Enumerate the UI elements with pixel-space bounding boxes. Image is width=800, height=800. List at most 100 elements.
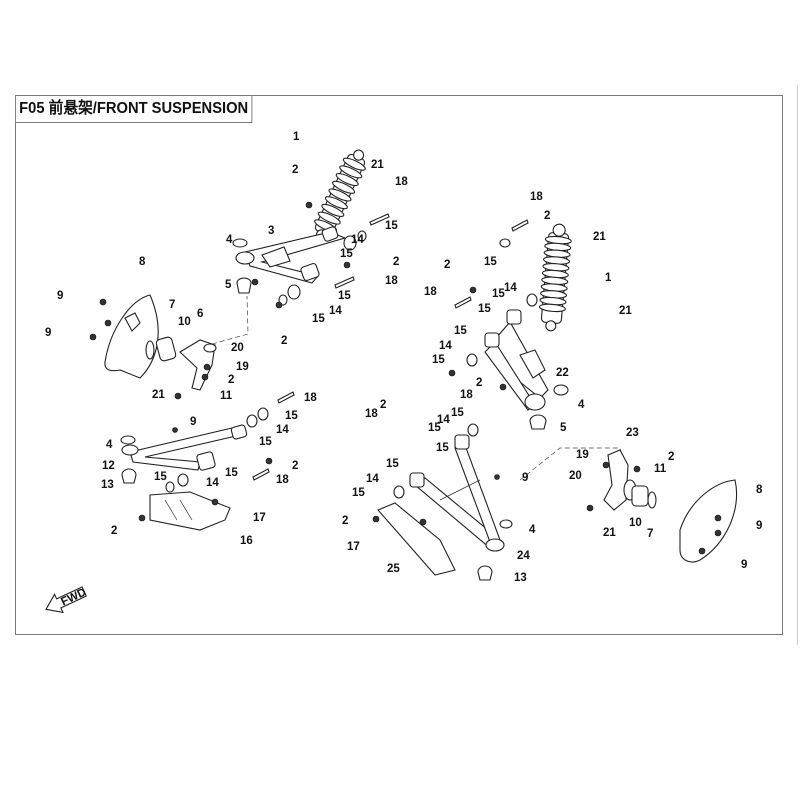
callout-2: 2 [544, 210, 550, 222]
callout-15: 15 [492, 288, 505, 300]
callout-2: 2 [476, 377, 482, 389]
callout-15: 15 [225, 467, 238, 479]
callout-5: 5 [560, 422, 567, 434]
left-knuckle-hub [89, 294, 249, 400]
callout-9: 9 [522, 472, 528, 484]
callout-24: 24 [517, 550, 530, 562]
callout-14: 14 [439, 340, 452, 352]
callout-15: 15 [340, 248, 353, 260]
diagram-frame [15, 95, 783, 635]
callout-8: 8 [756, 484, 763, 496]
callout-18: 18 [424, 286, 437, 298]
spring-coil [538, 303, 566, 313]
callout-14: 14 [276, 424, 289, 436]
callout-15: 15 [285, 410, 298, 422]
callout-15: 15 [385, 220, 398, 232]
callout-7: 7 [169, 299, 175, 311]
callout-13: 13 [514, 572, 527, 584]
fwd-label: FWD [59, 587, 88, 609]
callout-15: 15 [436, 442, 449, 454]
left-lower-a-arm [120, 391, 295, 531]
callout-20: 20 [569, 470, 582, 482]
callout-14: 14 [329, 305, 342, 317]
page-edge-line [797, 85, 798, 645]
callout-15: 15 [386, 458, 399, 470]
callout-9: 9 [741, 559, 747, 571]
spring-coil [317, 211, 341, 225]
callout-14: 14 [366, 473, 379, 485]
callout-18: 18 [365, 408, 378, 420]
callout-10: 10 [629, 517, 642, 529]
callout-8: 8 [139, 256, 146, 268]
callout-9: 9 [45, 327, 51, 339]
callout-11: 11 [220, 390, 233, 402]
callout-7: 7 [647, 528, 653, 540]
callout-18: 18 [385, 275, 398, 287]
callout-2: 2 [292, 460, 298, 472]
callout-15: 15 [259, 436, 272, 448]
callout-5: 5 [225, 279, 232, 291]
callout-17: 17 [347, 541, 360, 553]
spring-coil [332, 180, 356, 194]
callout-1: 1 [293, 131, 300, 143]
callout-2: 2 [292, 164, 298, 176]
callout-15: 15 [154, 471, 167, 483]
diagram-title: F05 前悬架/FRONT SUSPENSION [15, 95, 253, 123]
spring-coil [328, 188, 352, 202]
callout-21: 21 [619, 305, 632, 317]
callout-22: 22 [556, 367, 569, 379]
callout-23: 23 [626, 427, 639, 439]
callout-15: 15 [312, 313, 325, 325]
callout-21: 21 [593, 231, 606, 243]
callout-9: 9 [57, 290, 63, 302]
callout-2: 2 [281, 335, 287, 347]
callout-4: 4 [578, 399, 585, 411]
spring-coil [335, 173, 359, 187]
callout-15: 15 [428, 422, 441, 434]
callout-21: 21 [152, 389, 165, 401]
callout-12: 12 [102, 460, 115, 472]
callout-14: 14 [206, 477, 219, 489]
callout-3: 3 [268, 225, 274, 237]
callout-18: 18 [276, 474, 289, 486]
callout-25: 25 [387, 563, 400, 575]
forward-arrow-icon: FWD [45, 586, 88, 614]
callout-2: 2 [444, 259, 450, 271]
right-shock-absorber [538, 223, 572, 332]
callout-6: 6 [197, 308, 203, 320]
callout-4: 4 [106, 439, 113, 451]
spring-coil [339, 165, 363, 179]
left-upper-a-arm [232, 201, 390, 309]
callout-17: 17 [253, 512, 266, 524]
callout-2: 2 [380, 399, 386, 411]
callout-9: 9 [756, 520, 762, 532]
callout-2: 2 [228, 374, 234, 386]
callout-18: 18 [460, 389, 473, 401]
callout-15: 15 [454, 325, 467, 337]
callout-15: 15 [478, 303, 491, 315]
spring-coil [342, 157, 366, 171]
callout-16: 16 [240, 535, 253, 547]
callout-9: 9 [190, 416, 196, 428]
callout-18: 18 [530, 191, 543, 203]
callout-11: 11 [654, 463, 667, 475]
callout-10: 10 [178, 316, 191, 328]
callout-19: 19 [576, 449, 589, 461]
callout-20: 20 [231, 342, 244, 354]
right-upper-a-arm [448, 219, 569, 430]
callout-15: 15 [338, 290, 351, 302]
callout-19: 19 [236, 361, 249, 373]
callout-2: 2 [111, 525, 117, 537]
callout-15: 15 [451, 407, 464, 419]
callout-14: 14 [437, 414, 450, 426]
callout-21: 21 [371, 159, 384, 171]
callout-1: 1 [605, 272, 612, 284]
spring-coil [324, 196, 348, 210]
callout-4: 4 [529, 524, 536, 536]
callout-15: 15 [432, 354, 445, 366]
callout-15: 15 [484, 256, 497, 268]
callout-4: 4 [226, 234, 233, 246]
right-knuckle-hub [586, 449, 737, 563]
